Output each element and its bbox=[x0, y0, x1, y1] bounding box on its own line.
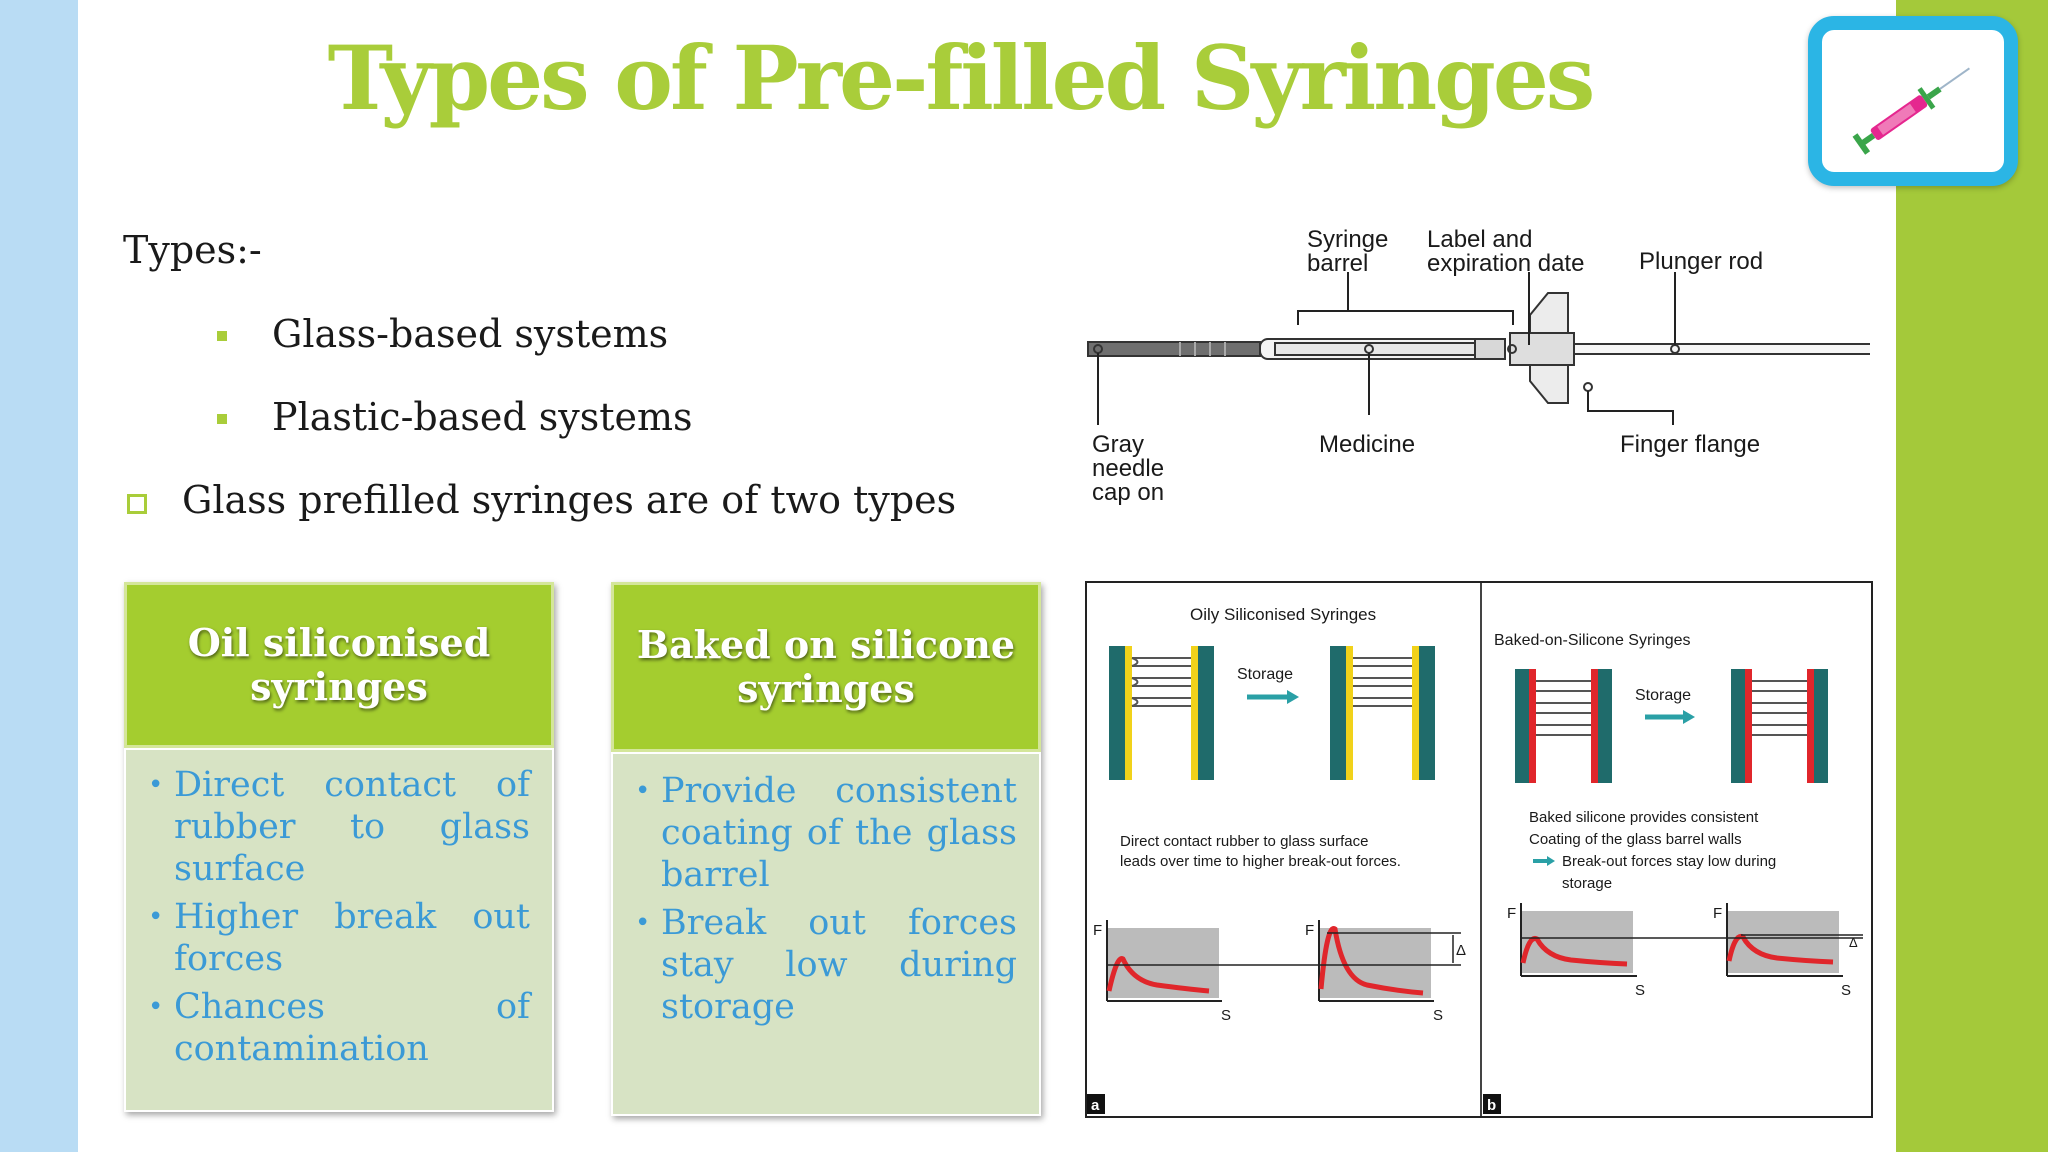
card-point: Provide consistent coating of the glass … bbox=[635, 770, 1017, 896]
label-plunger-rod: Plunger rod bbox=[1639, 248, 1763, 275]
axis-f: F bbox=[1093, 922, 1102, 939]
card-body: Direct contact of rubber to glass surfac… bbox=[124, 748, 554, 1112]
label-label-date-1: Label and bbox=[1427, 226, 1532, 253]
panel-a: Oily Siliconised Syringes Storage Direct… bbox=[1087, 605, 1466, 1114]
axis-f: F bbox=[1713, 905, 1722, 922]
label-label-date-2: expiration date bbox=[1427, 250, 1584, 277]
panel-b-storage: Storage bbox=[1635, 687, 1691, 704]
panel-b-corner: b bbox=[1487, 1097, 1496, 1114]
axis-s: S bbox=[1433, 1007, 1443, 1024]
label-cap-1: Gray bbox=[1092, 431, 1144, 458]
label-medicine: Medicine bbox=[1319, 431, 1415, 458]
force-curve bbox=[1520, 936, 1628, 967]
syringe-diagram: Syringe barrel Label and expiration date… bbox=[1087, 226, 1870, 506]
syringe-wall-pair-before bbox=[1515, 669, 1612, 783]
panel-b-caption-2: Coating of the glass barrel walls bbox=[1529, 831, 1742, 848]
square-bullet-icon bbox=[217, 331, 227, 341]
card-point: Higher break out forces bbox=[148, 896, 530, 980]
axis-f: F bbox=[1305, 922, 1314, 939]
panel-b-title: Baked-on-Silicone Syringes bbox=[1494, 632, 1691, 649]
card-point: Chances of contamination bbox=[148, 986, 530, 1070]
card-heading: Oil siliconised syringes bbox=[124, 582, 554, 748]
card-oil-siliconised: Oil siliconised syringes Direct contact … bbox=[124, 582, 554, 1112]
panel-b-caption-3: Break-out forces stay low during bbox=[1562, 853, 1776, 870]
syringe-wall-pair-after bbox=[1330, 646, 1435, 780]
type-item-glass: Glass-based systems bbox=[272, 312, 669, 356]
delta-label: Δ bbox=[1456, 942, 1466, 959]
label-finger-flange: Finger flange bbox=[1620, 431, 1760, 458]
panel-a-corner: a bbox=[1091, 1097, 1100, 1114]
types-heading: Types:- bbox=[123, 228, 262, 272]
card-body: Provide consistent coating of the glass … bbox=[611, 752, 1041, 1116]
panel-b-caption-4: storage bbox=[1562, 875, 1612, 892]
slide-title: Types of Pre-filled Syringes bbox=[327, 26, 1596, 130]
type-item-plastic: Plastic-based systems bbox=[272, 395, 693, 439]
card-heading: Baked on silicone syringes bbox=[611, 582, 1041, 752]
syringe-wall-pair-before bbox=[1109, 646, 1214, 780]
delta-label: Δ bbox=[1849, 935, 1858, 950]
panel-a-caption-1: Direct contact rubber to glass surface bbox=[1120, 833, 1368, 850]
panel-b: Baked-on-Silicone Syringes Storage Baked… bbox=[1483, 632, 1863, 1114]
panel-a-title: Oily Siliconised Syringes bbox=[1190, 605, 1376, 624]
force-curve bbox=[1726, 934, 1834, 965]
syringe-drawing bbox=[1087, 292, 1870, 404]
card-point: Break out forces stay low during storage bbox=[635, 902, 1017, 1028]
syringe-wall-pair-after bbox=[1731, 669, 1828, 783]
panel-a-storage: Storage bbox=[1237, 666, 1293, 683]
comparison-figure: Oily Siliconised Syringes Storage Direct… bbox=[1085, 581, 1873, 1118]
right-decor-stripe bbox=[1896, 0, 2048, 1152]
axis-f: F bbox=[1507, 905, 1516, 922]
syringe-icon-box bbox=[1808, 16, 2018, 186]
label-syringe-barrel-1: Syringe bbox=[1307, 226, 1388, 253]
hollow-square-bullet-icon bbox=[127, 494, 147, 514]
panel-b-caption-1: Baked silicone provides consistent bbox=[1529, 809, 1759, 826]
label-cap-3: cap on bbox=[1092, 479, 1164, 506]
card-point: Direct contact of rubber to glass surfac… bbox=[148, 764, 530, 890]
syringe-icon bbox=[1852, 67, 1970, 155]
square-bullet-icon bbox=[217, 414, 227, 424]
comparison-figure-svg: Oily Siliconised Syringes Storage Direct… bbox=[1087, 583, 1863, 1116]
axis-s: S bbox=[1841, 982, 1851, 999]
axis-s: S bbox=[1635, 982, 1645, 999]
label-syringe-barrel-2: barrel bbox=[1307, 250, 1368, 277]
panel-a-caption-2: leads over time to higher break-out forc… bbox=[1120, 853, 1401, 870]
axis-s: S bbox=[1221, 1007, 1231, 1024]
left-decor-stripe bbox=[0, 0, 78, 1152]
card-baked-silicone: Baked on silicone syringes Provide consi… bbox=[611, 582, 1041, 1116]
glass-types-line: Glass prefilled syringes are of two type… bbox=[182, 478, 957, 522]
label-cap-2: needle bbox=[1092, 455, 1164, 482]
